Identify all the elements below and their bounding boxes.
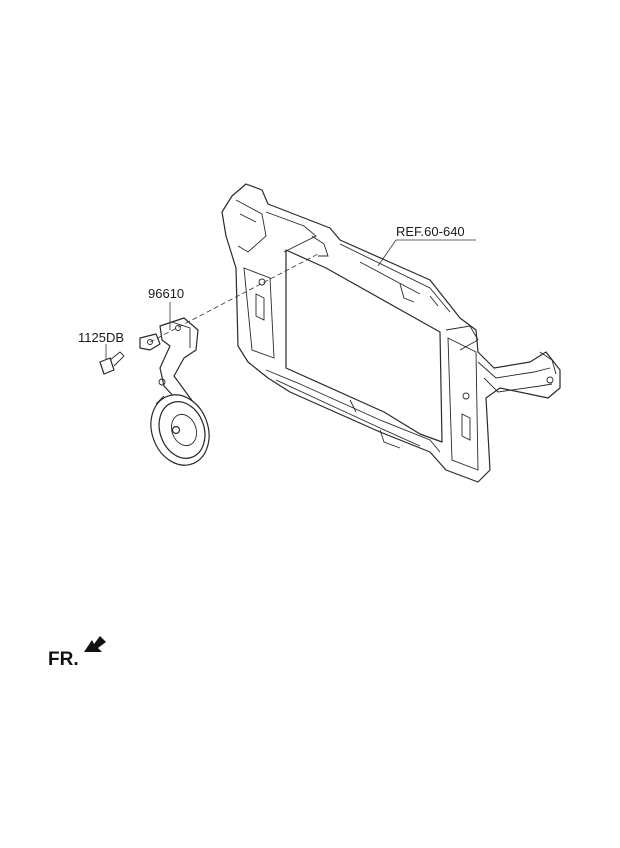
- bolt-label: 1125DB: [78, 330, 124, 345]
- ref-label: REF.60-640: [396, 224, 465, 239]
- bolt: [99, 351, 125, 375]
- arrow-down-left-icon: [84, 636, 106, 652]
- horn-assembly: [139, 317, 210, 466]
- ref-leader: [377, 239, 476, 267]
- front-indicator: FR.: [48, 636, 106, 670]
- radiator-support: [221, 183, 561, 483]
- horn-bracket-label: 96610: [148, 286, 184, 301]
- front-indicator-label: FR.: [48, 649, 79, 670]
